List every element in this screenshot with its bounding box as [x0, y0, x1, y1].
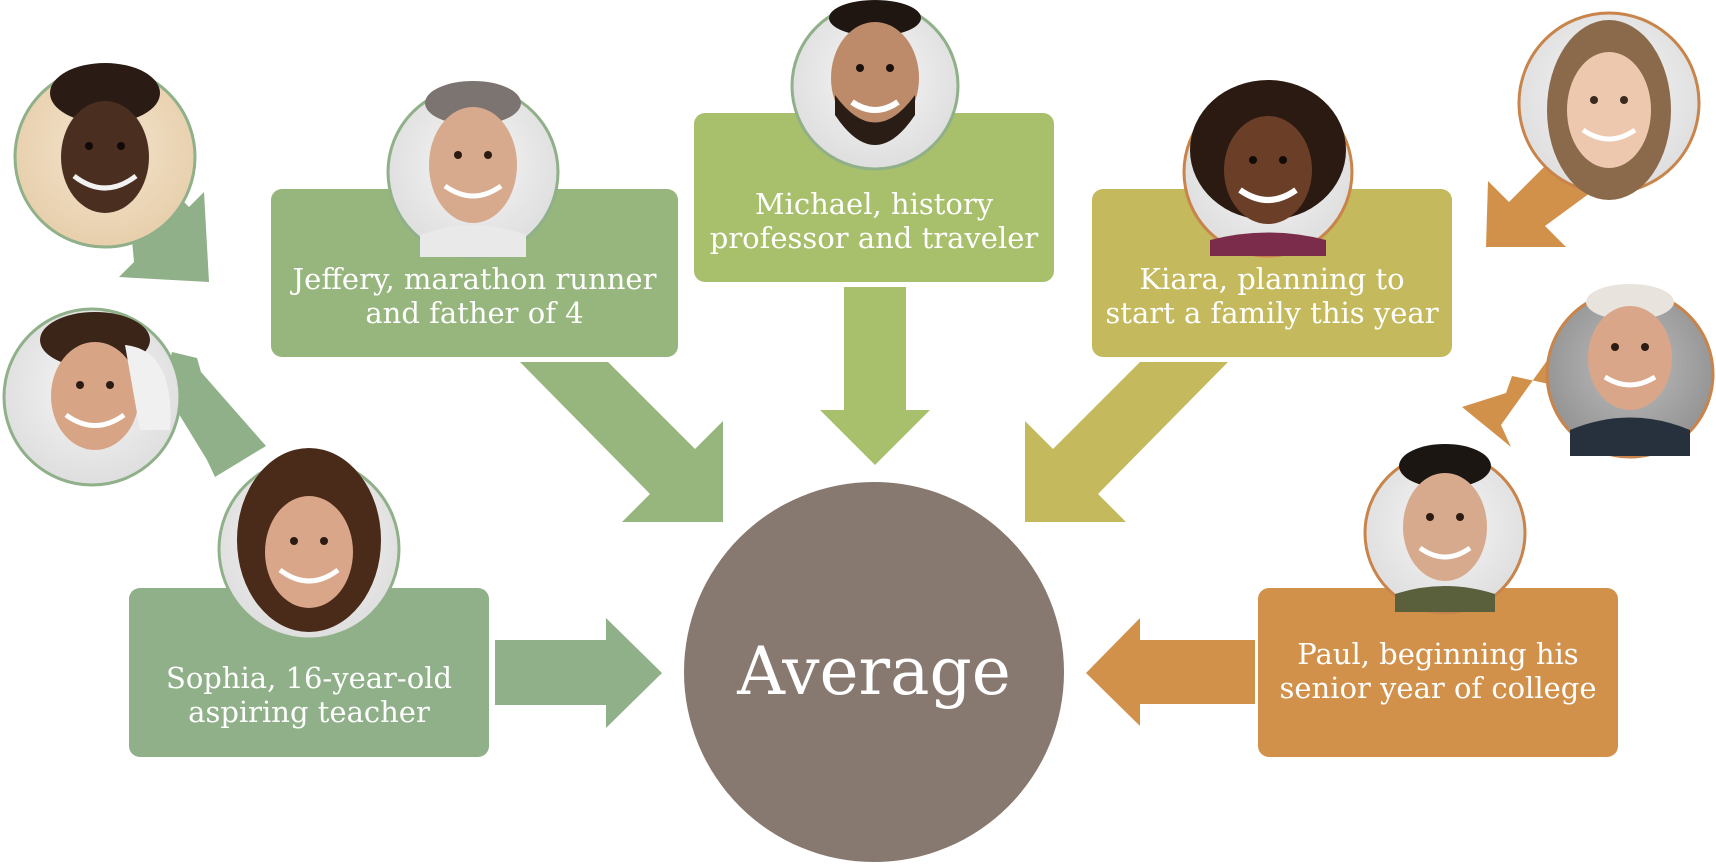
label-sophia-line2: aspiring teacher — [188, 695, 430, 729]
labeled-boxes — [129, 113, 1618, 757]
box-jeffery — [271, 189, 678, 357]
photo-older-man — [1545, 284, 1715, 459]
label-sophia: Sophia, 16-year-old aspiring teacher — [129, 661, 489, 729]
box-michael — [694, 113, 1054, 282]
center-circle — [684, 482, 1064, 862]
photo-boy — [2, 307, 182, 487]
arrow-jeffery — [520, 362, 723, 522]
arrow-paul — [1086, 618, 1255, 726]
photo-kiara — [1182, 80, 1354, 258]
box-kiara — [1092, 189, 1452, 357]
label-kiara-line2: start a family this year — [1105, 296, 1439, 330]
box-sophia — [129, 588, 489, 757]
box-paul — [1258, 588, 1618, 757]
label-michael: Michael, history professor and traveler — [694, 187, 1054, 255]
label-paul-line2: senior year of college — [1279, 671, 1597, 705]
arrow-kiara — [1025, 362, 1228, 522]
center-label: Average — [737, 633, 1011, 710]
label-kiara-line1: Kiara, planning to — [1139, 262, 1405, 296]
arrow-boy — [163, 352, 266, 477]
arrow-sophia — [495, 618, 662, 728]
arrows — [119, 157, 1590, 728]
label-jeffery-line2: and father of 4 — [365, 296, 584, 330]
label-jeffery: Jeffery, marathon runner and father of 4 — [271, 262, 678, 330]
arrow-older-man — [1462, 348, 1556, 447]
label-michael-line1: Michael, history — [754, 187, 994, 221]
photo-michael — [790, 0, 960, 171]
label-kiara: Kiara, planning to start a family this y… — [1092, 262, 1452, 330]
photo-girl — [13, 63, 197, 249]
label-paul-line1: Paul, beginning his — [1297, 637, 1579, 671]
photo-young-woman — [1517, 11, 1701, 200]
photo-paul — [1363, 444, 1527, 615]
arrow-michael — [820, 287, 930, 465]
label-sophia-line1: Sophia, 16-year-old — [165, 661, 453, 695]
label-jeffery-line1: Jeffery, marathon runner — [292, 262, 657, 296]
label-michael-line2: professor and traveler — [709, 221, 1039, 255]
photo-sophia — [217, 448, 401, 641]
photo-jeffery — [386, 81, 560, 259]
label-paul: Paul, beginning his senior year of colle… — [1258, 637, 1618, 705]
